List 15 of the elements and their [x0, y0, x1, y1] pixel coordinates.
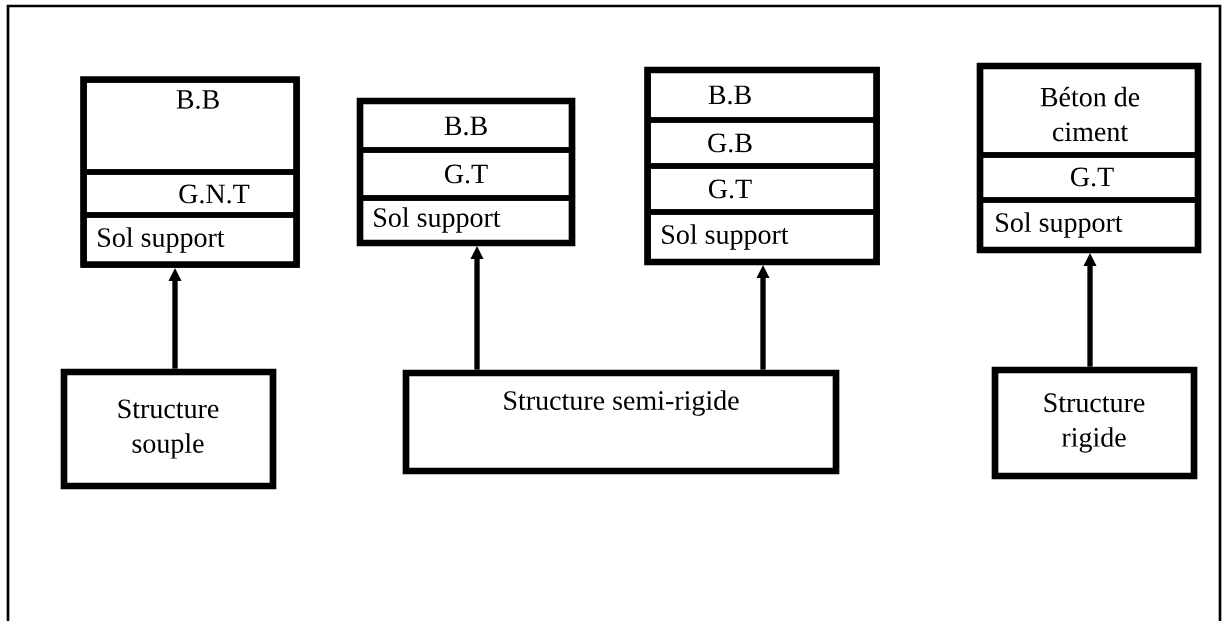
- structure-box: Structure rigide: [991, 366, 1198, 480]
- layer-box: B.B: [81, 77, 300, 175]
- layer-box: G.B: [645, 117, 880, 169]
- layer-box: B.B: [357, 98, 575, 153]
- layer-box: Sol support: [645, 209, 880, 265]
- layer-box: Sol support: [977, 197, 1201, 253]
- layer-box: G.T: [977, 152, 1201, 203]
- layer-box: B.B: [645, 67, 880, 123]
- layer-stack: [80, 76, 300, 268]
- structure-box: Structure semi-rigide: [402, 369, 840, 475]
- layer-box: G.N.T: [81, 169, 300, 218]
- layer-box: G.T: [357, 147, 575, 201]
- structure-box: Structure souple: [60, 368, 277, 490]
- layer-box: Sol support: [81, 212, 300, 268]
- layer-box: G.T: [645, 163, 880, 215]
